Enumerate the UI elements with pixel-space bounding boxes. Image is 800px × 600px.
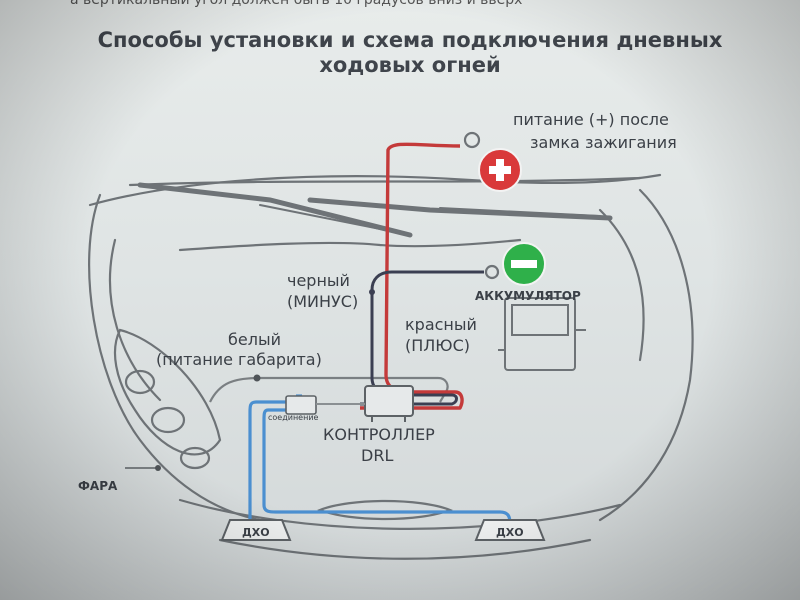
page-title: Способы установки и схема подключения дн… bbox=[50, 28, 770, 78]
black-wire-label-line2: (МИНУС) bbox=[287, 292, 358, 311]
page-title-line2: ходовых огней bbox=[319, 53, 501, 77]
bumper-bottom bbox=[218, 538, 592, 560]
white-wire bbox=[209, 376, 449, 403]
white-wire-junction bbox=[253, 374, 261, 382]
left-fender bbox=[88, 193, 262, 522]
headlight-outline bbox=[113, 328, 222, 456]
red-wire-label-line2: (ПЛЮС) bbox=[405, 336, 470, 355]
car-outline bbox=[88, 173, 694, 560]
white-wire-label-line1: белый bbox=[228, 330, 281, 349]
drl-right-lamp bbox=[474, 519, 546, 541]
drl-left-label: ДХО bbox=[242, 526, 270, 539]
power-ring-terminal bbox=[463, 131, 481, 149]
headlight-label: ФАРА bbox=[78, 479, 118, 493]
engine-bay-line bbox=[178, 238, 522, 252]
grille-oval bbox=[317, 499, 453, 521]
headlight-lens-1 bbox=[124, 369, 156, 395]
right-fender bbox=[598, 188, 694, 522]
power-label-line1: питание (+) после bbox=[513, 110, 669, 129]
controller-label-line1: КОНТРОЛЛЕР bbox=[323, 425, 435, 444]
black-wire-label-line1: черный bbox=[287, 271, 350, 290]
battery-icon bbox=[498, 297, 586, 371]
connector-label: соединение bbox=[268, 413, 319, 422]
minus-badge-icon bbox=[502, 242, 546, 286]
red-wire bbox=[360, 142, 464, 410]
white-wire-label-line2: (питание габарита) bbox=[156, 350, 322, 369]
drl-controller-box bbox=[364, 385, 414, 422]
wiper-right bbox=[307, 197, 613, 221]
right-inner-line bbox=[598, 208, 645, 362]
headlight-lens-3 bbox=[179, 446, 211, 470]
connector-block bbox=[285, 395, 317, 415]
controller-label-line2: DRL bbox=[361, 446, 393, 465]
red-wire-label-line1: красный bbox=[405, 315, 477, 334]
truncated-top-text: а вертикальный угол должен быть 10 граду… bbox=[70, 0, 523, 8]
battery-label: АККУМУЛЯТОР bbox=[475, 289, 581, 303]
inner-left-arch bbox=[108, 238, 162, 402]
black-wire-junction bbox=[369, 289, 375, 295]
page-title-line1: Способы установки и схема подключения дн… bbox=[97, 28, 723, 52]
wiper-left bbox=[137, 182, 413, 238]
wiper-arm-left bbox=[259, 204, 396, 233]
wiper-arm-right bbox=[439, 207, 601, 217]
drl-left-lamp bbox=[220, 519, 292, 541]
headlight-lens-2 bbox=[150, 406, 186, 434]
bumper-lower bbox=[178, 498, 622, 530]
power-label-line2: замка зажигания bbox=[530, 133, 677, 152]
drl-right-label: ДХО bbox=[496, 526, 524, 539]
windshield-line bbox=[128, 176, 642, 187]
plus-badge-icon bbox=[478, 148, 522, 192]
headlight-pointer-dot bbox=[155, 465, 161, 471]
battery-ring-terminal bbox=[484, 264, 500, 280]
